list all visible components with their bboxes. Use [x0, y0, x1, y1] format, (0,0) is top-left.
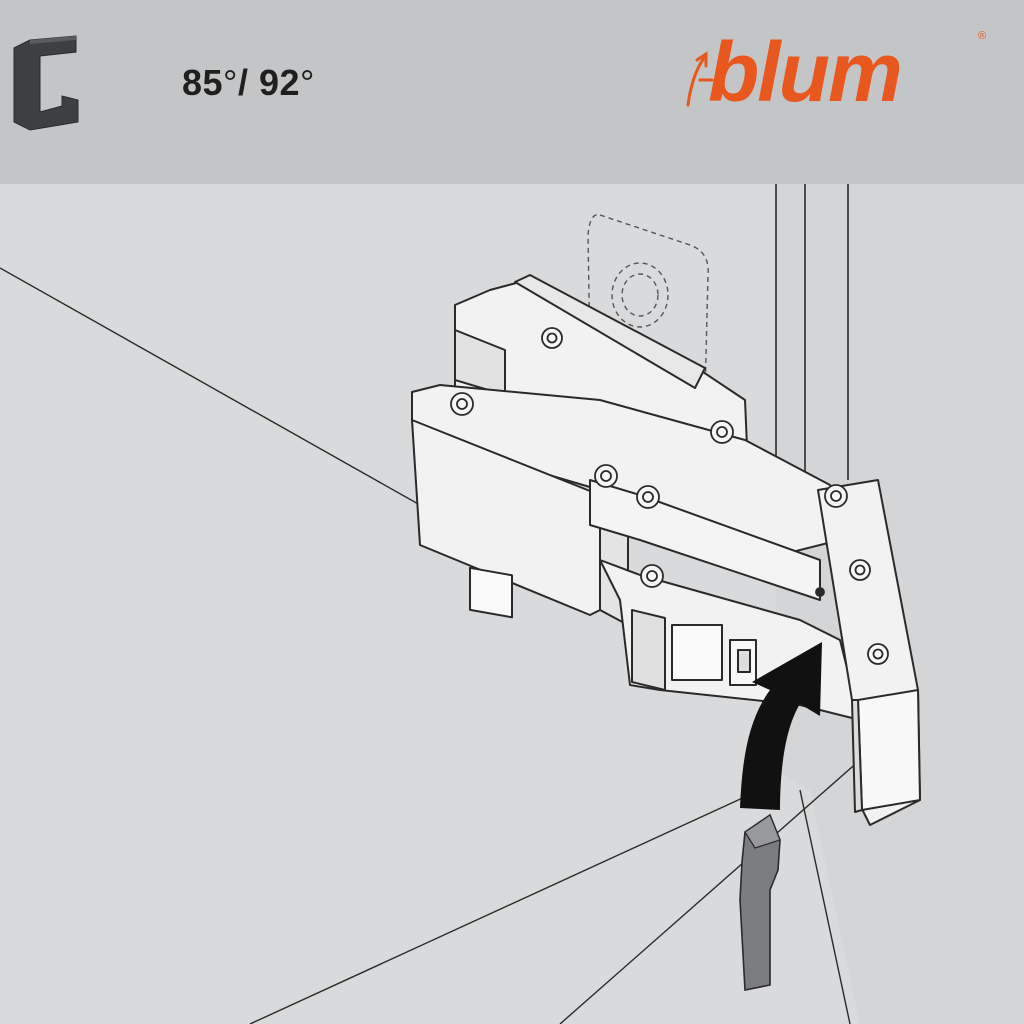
floor-edge-line	[799, 789, 851, 1024]
door-top-edge	[0, 267, 421, 506]
screw-icon	[450, 327, 889, 665]
registered-mark: ®	[978, 30, 987, 42]
curved-arrow-icon	[740, 642, 822, 810]
angle-second-value: 92	[258, 62, 301, 103]
degree-symbol: °	[223, 62, 238, 103]
blum-logo: blum	[708, 30, 903, 114]
opening-angle-label: 85°/ 92°	[182, 62, 315, 104]
angle-first-value: 85	[182, 62, 224, 103]
angle-separator: /	[237, 62, 249, 103]
clip-bracket-icon	[13, 35, 79, 131]
floor-edge-line	[249, 789, 761, 1024]
clip-bracket-highlight	[30, 36, 76, 44]
door-bottom-edge	[559, 759, 861, 1024]
blum-logo-mark-icon	[686, 51, 714, 107]
blum-wordmark: blum	[708, 25, 903, 119]
insert-clip-top	[744, 814, 781, 849]
degree-symbol: °	[300, 62, 315, 103]
header-bar	[0, 0, 1024, 184]
